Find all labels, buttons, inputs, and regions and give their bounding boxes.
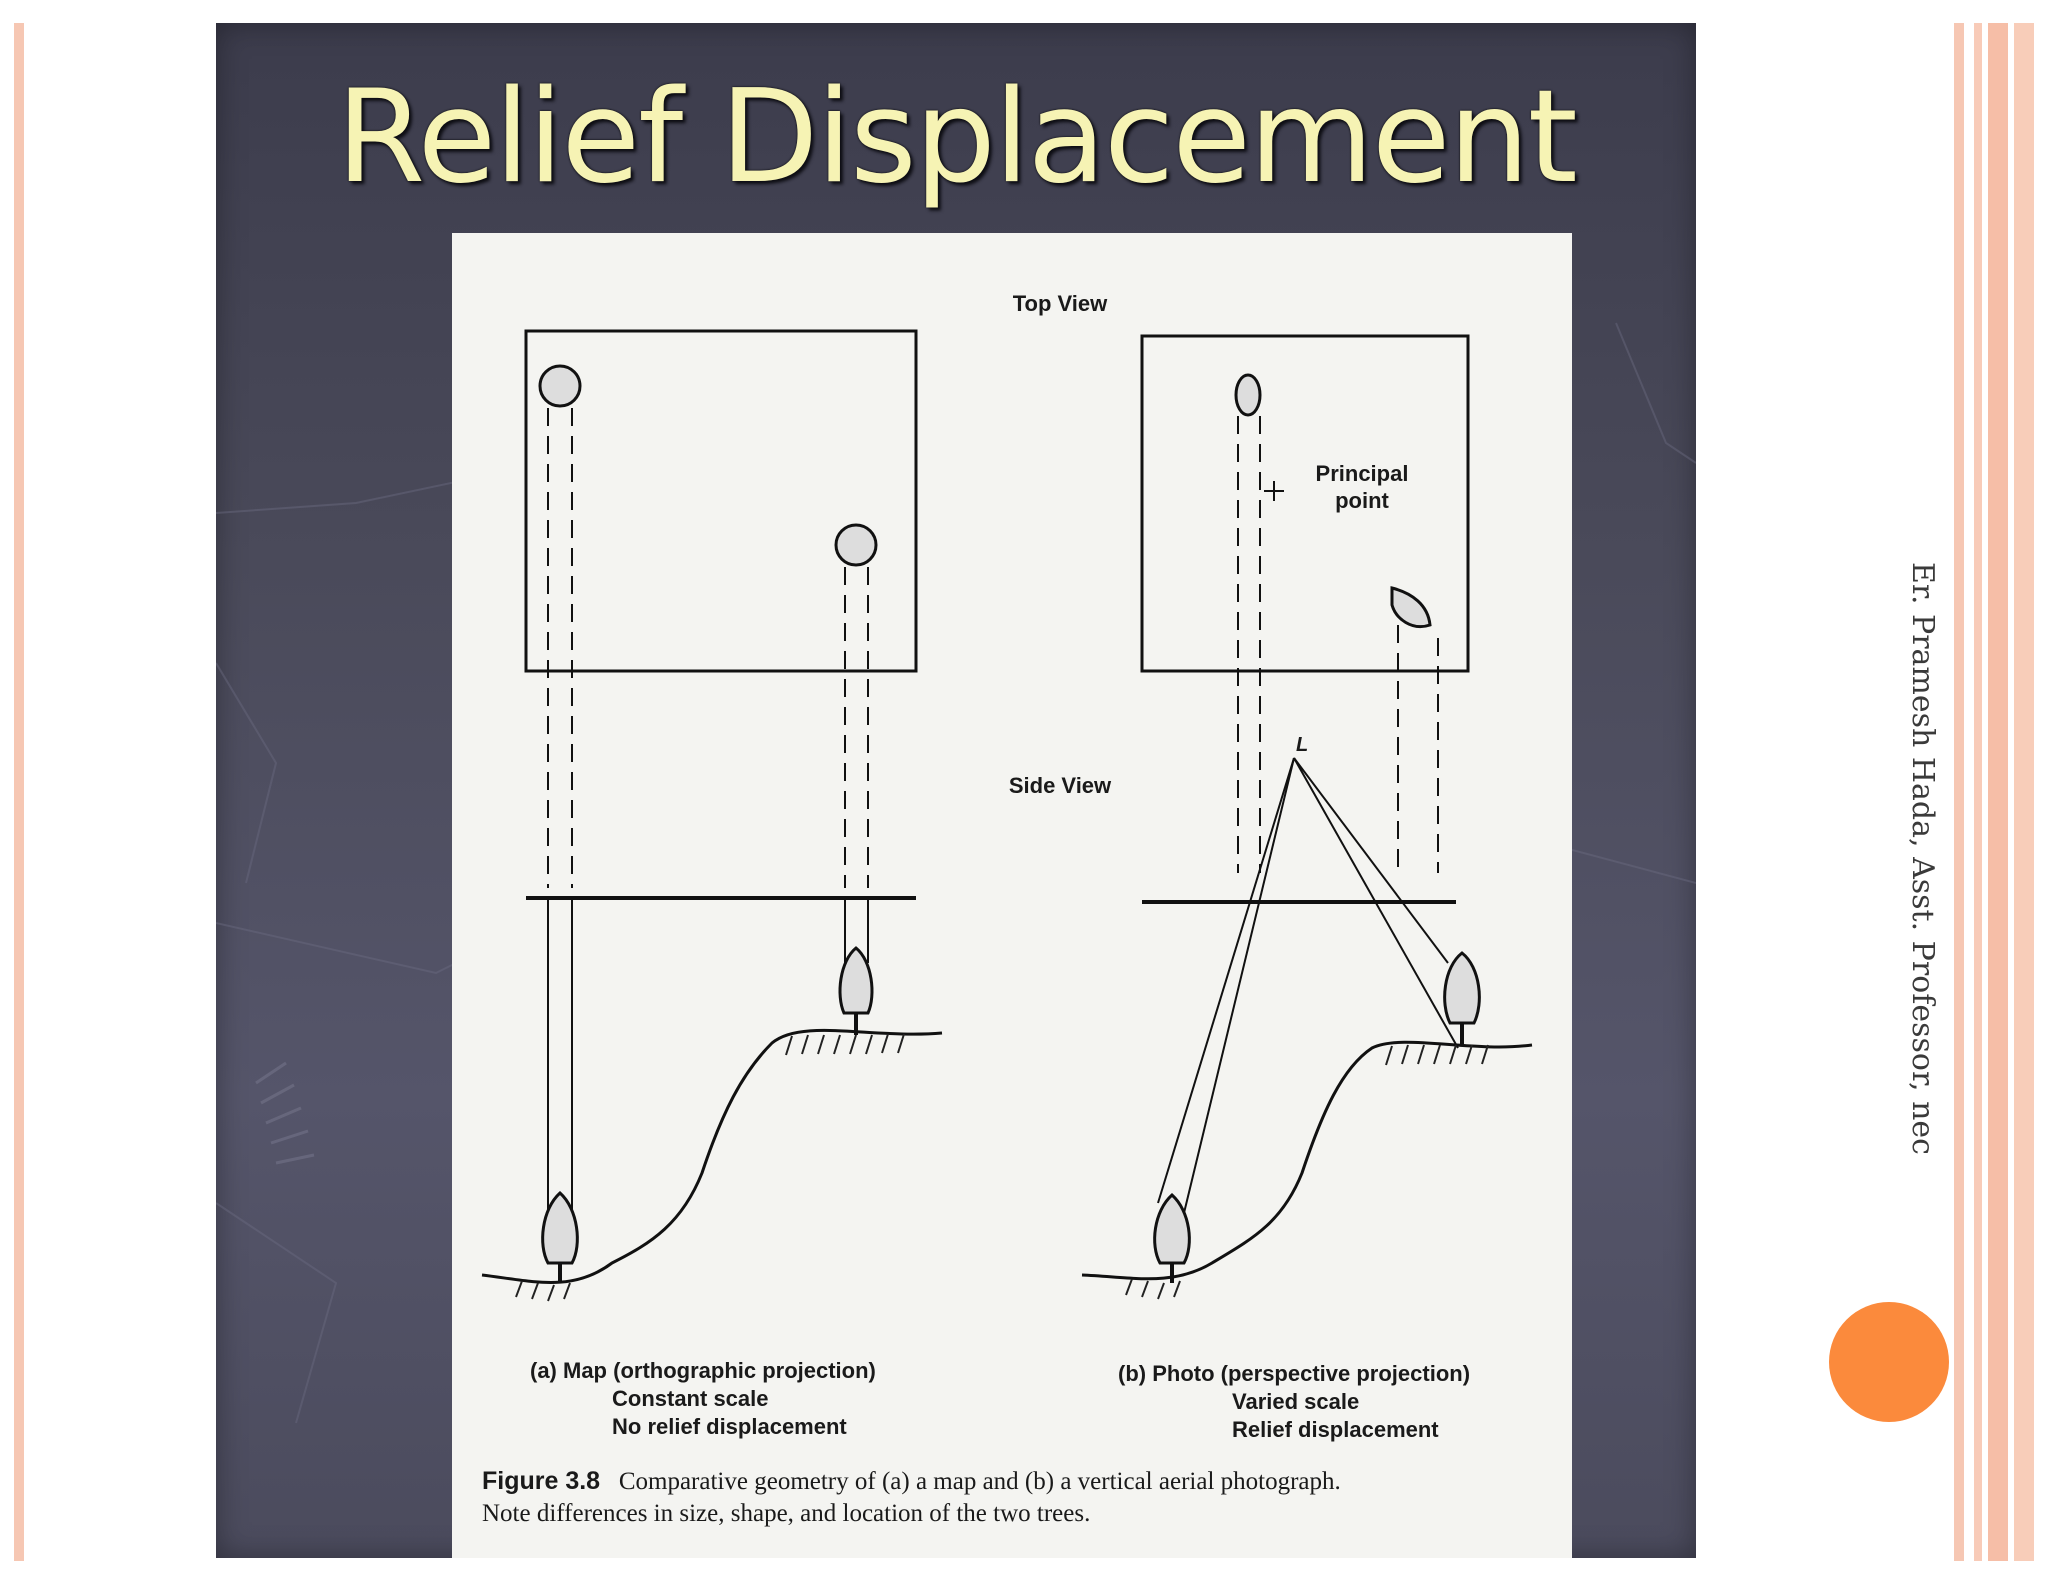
- lens-point-label: L: [1296, 734, 1308, 756]
- scanned-figure: Top View Side View: [452, 233, 1572, 1558]
- photo-tree-top-1: [1234, 373, 1262, 417]
- principal-point-label-2: point: [1335, 488, 1389, 513]
- photo-tree-side-2: [1443, 951, 1481, 1025]
- photo-terrain-profile: [1081, 1040, 1533, 1281]
- author-credit: Er. Pramesh Hada, Asst. Professor, nec: [1905, 562, 1940, 1155]
- relief-displacement-diagram: Top View Side View: [481, 291, 1533, 1442]
- figure-caption-line2: Note differences in size, shape, and loc…: [482, 1500, 1091, 1527]
- panel-a-line1: (a) Map (orthographic projection): [530, 1358, 876, 1383]
- map-tree-side-2: [838, 946, 874, 1015]
- photo-top-view-frame: [1140, 334, 1470, 673]
- side-view-label: Side View: [1009, 773, 1112, 798]
- photo-tree-top-2: [1390, 586, 1432, 628]
- panel-a-line3: No relief displacement: [612, 1414, 847, 1439]
- slide-title: Relief Displacement: [336, 63, 1578, 212]
- map-tree-top-1: [538, 364, 582, 408]
- map-terrain-profile: [481, 1028, 943, 1284]
- accent-dot: [1829, 1302, 1949, 1422]
- map-panel-a: [481, 329, 943, 1302]
- principal-point-label-1: Principal: [1316, 461, 1409, 486]
- figure-caption-line1: Comparative geometry of (a) a map and (b…: [618, 1468, 1341, 1495]
- map-top-view-frame: [524, 329, 918, 673]
- panel-b-line3: Relief displacement: [1232, 1417, 1439, 1442]
- panel-b-line1: (b) Photo (perspective projection): [1118, 1361, 1470, 1386]
- slide-panel: Relief Displacement Top View Side View: [216, 23, 1696, 1558]
- top-view-label: Top View: [1013, 291, 1108, 316]
- panel-a-line2: Constant scale: [612, 1386, 769, 1411]
- figure-number: Figure 3.8: [482, 1467, 601, 1495]
- left-border-stripe: [14, 23, 24, 1561]
- panel-b-line2: Varied scale: [1232, 1389, 1359, 1414]
- photo-panel-b: Principal point L: [1081, 334, 1533, 1300]
- figure-caption: Figure 3.8 Comparative geometry of (a) a…: [482, 1465, 1552, 1530]
- map-tree-top-2: [834, 523, 878, 567]
- map-tree-side-1: [541, 1190, 579, 1265]
- right-border-stripes: [1954, 23, 2048, 1561]
- photo-tree-side-1: [1153, 1192, 1191, 1265]
